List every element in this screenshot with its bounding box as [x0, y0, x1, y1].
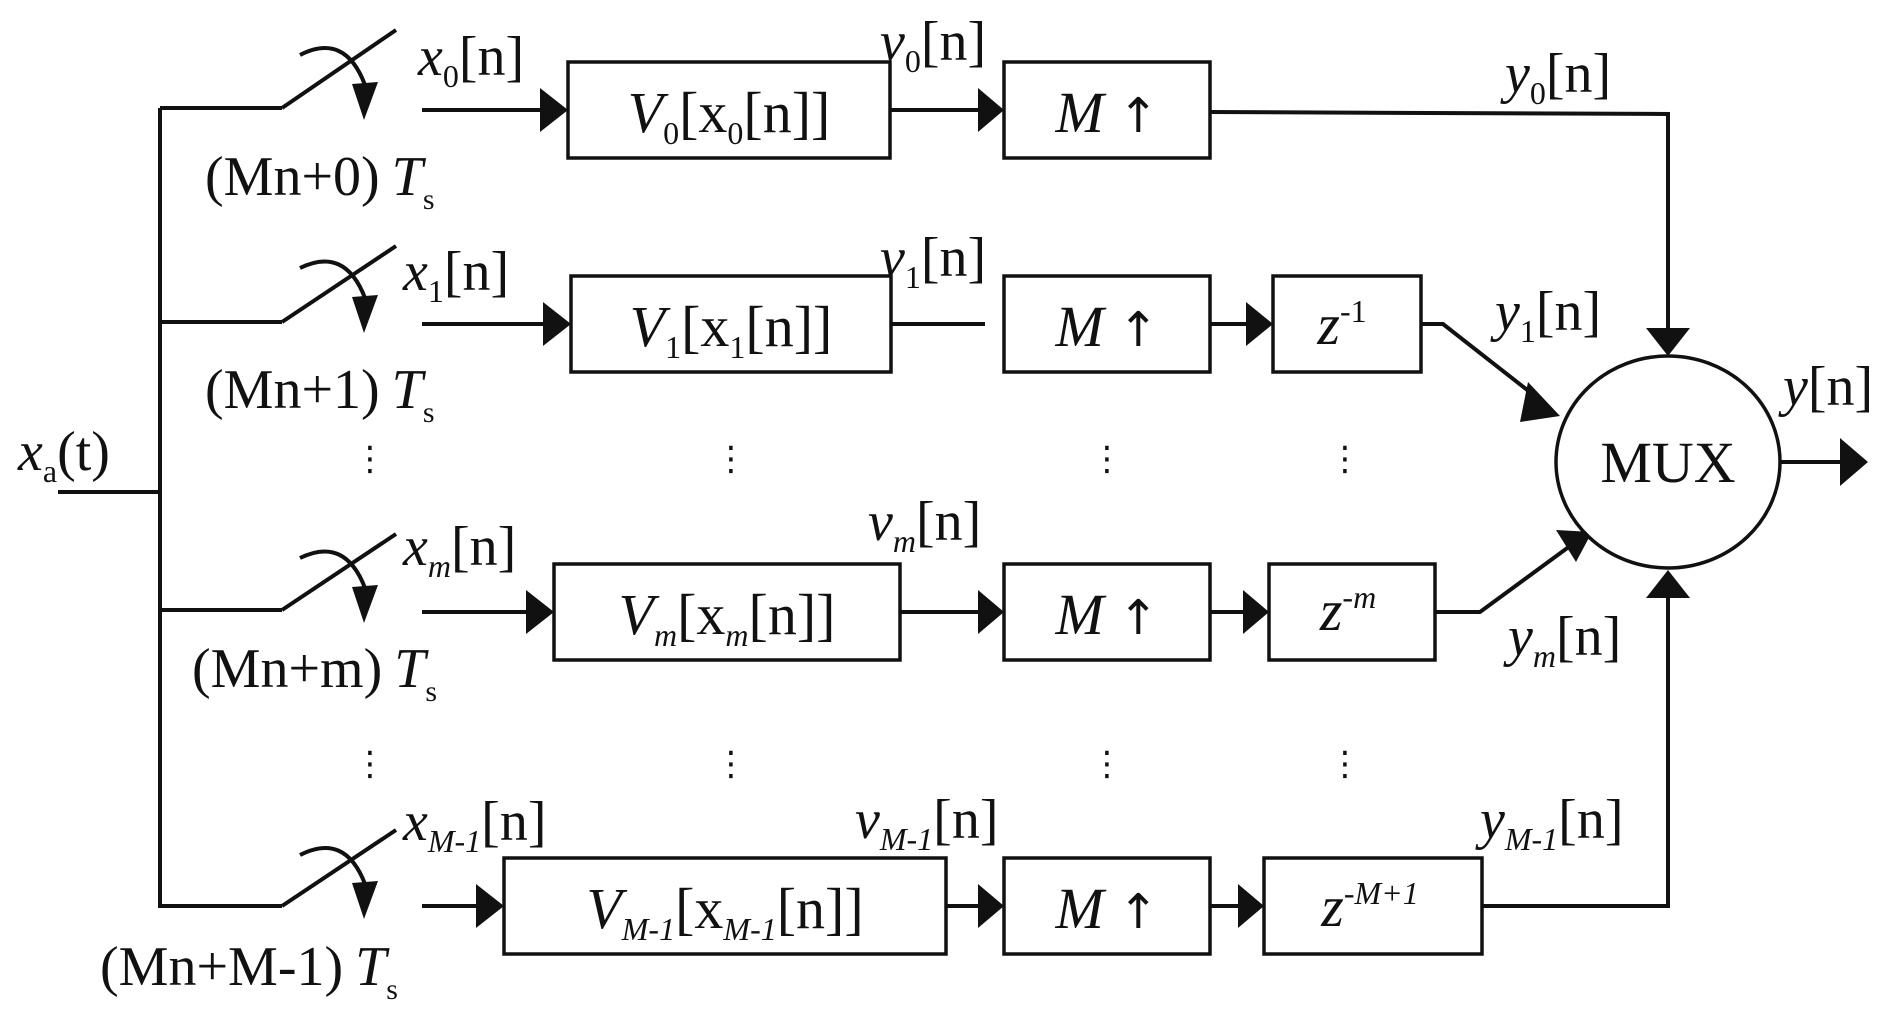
- ellipsis: ⋮: [1328, 439, 1362, 479]
- delay-M-1-label: z-M+1: [1320, 874, 1418, 939]
- mux-label: MUX: [1600, 430, 1735, 495]
- y0-line: [1209, 110, 1670, 330]
- v-label-0: v0[n]: [880, 11, 986, 79]
- ellipsis: ⋮: [714, 744, 748, 784]
- ellipsis: ⋮: [1090, 439, 1124, 479]
- switch-arrowhead: [352, 82, 378, 120]
- sampling-switch: [280, 532, 398, 612]
- sampling-switch: [280, 244, 398, 324]
- delay-m-label: z-m: [1319, 578, 1376, 643]
- ym-line: [1435, 544, 1572, 614]
- switch-arrowhead: [352, 295, 378, 333]
- delay-M-1: [1262, 856, 1484, 956]
- sample-time-M-1: (Mn+M-1)Ts: [100, 936, 398, 1006]
- sampling-switch: [280, 828, 398, 908]
- switch-rotation-arrow: [299, 259, 367, 299]
- ellipsis: ⋮: [353, 744, 387, 784]
- y-label-M-1: yM-1[n]: [1475, 789, 1623, 857]
- upsampler-0-label: M ↑: [1054, 80, 1158, 145]
- delay-1-label: z-1: [1316, 292, 1366, 357]
- upsampler-M-1-label: M ↑: [1054, 876, 1158, 941]
- x-label-0: x0[n]: [417, 26, 524, 94]
- upsampler-0: [1002, 60, 1212, 160]
- switch-rotation-arrow: [299, 845, 367, 885]
- v-label-m: vm[n]: [868, 491, 981, 559]
- y1-line: [1421, 322, 1542, 402]
- upsampler-M-1: [1002, 856, 1212, 956]
- upsampler-1: [1002, 274, 1212, 374]
- v-block-0: [566, 60, 892, 160]
- upsampler-m: [1002, 562, 1212, 662]
- v-block-m-label: Vm[xm[n]]: [619, 582, 836, 653]
- sample-time-0: (Mn+0)Ts: [205, 146, 435, 216]
- x-label-1: x1[n]: [402, 241, 509, 309]
- branch-M-1: xM-1[n] (Mn+M-1)Ts VM-1[xM-1[n]] vM-1[n]…: [100, 570, 1690, 1006]
- ellipsis: ⋮: [1328, 744, 1362, 784]
- yM-1-line: [1482, 596, 1670, 908]
- x-label-M-1: xM-1[n]: [402, 791, 546, 859]
- upsampler-m-label: M ↑: [1054, 582, 1158, 647]
- y-label-0: y0[n]: [1500, 43, 1611, 111]
- sampling-switch: [280, 28, 398, 110]
- v-block-0-label: V0[x0[n]]: [628, 80, 831, 151]
- y-label-1: y1[n]: [1490, 281, 1601, 349]
- sample-time-1: (Mn+1)Ts: [205, 359, 435, 429]
- ellipsis: ⋮: [1090, 744, 1124, 784]
- output-arrowhead: [1840, 438, 1868, 486]
- branch-m: xm[n] (Mn+m)Ts Vm[xm[n]] vm[n] M ↑ z-m y…: [160, 491, 1621, 708]
- branch-1: x1[n] (Mn+1)Ts V1[x1[n]] v1[n] M ↑ z-1 y…: [160, 227, 1601, 429]
- switch-rotation-arrow: [299, 46, 367, 86]
- switch-rotation-arrow: [299, 549, 367, 589]
- switch-arrowhead: [352, 585, 378, 623]
- output-label: y[n]: [1778, 356, 1873, 418]
- x-label-m: xm[n]: [402, 516, 516, 584]
- y-label-m: ym[n]: [1503, 606, 1621, 674]
- v-label-M-1: vM-1[n]: [855, 789, 998, 857]
- v-block-M-1-label: VM-1[xM-1[n]]: [586, 876, 863, 947]
- v-label-1: v1[n]: [880, 227, 986, 295]
- input-label: xa(t): [17, 421, 110, 489]
- v-block-1-label: V1[x1[n]]: [630, 294, 833, 365]
- delay-1: [1271, 274, 1423, 374]
- ellipsis: ⋮: [353, 439, 387, 479]
- upsampler-1-label: M ↑: [1054, 294, 1158, 359]
- switch-arrowhead: [352, 881, 378, 919]
- sample-time-m: (Mn+m)Ts: [192, 638, 437, 708]
- ellipsis: ⋮: [714, 439, 748, 479]
- branch-0: x0[n] (Mn+0)Ts V0[x0[n]] v0[n] M ↑ y0[n]: [160, 11, 1690, 356]
